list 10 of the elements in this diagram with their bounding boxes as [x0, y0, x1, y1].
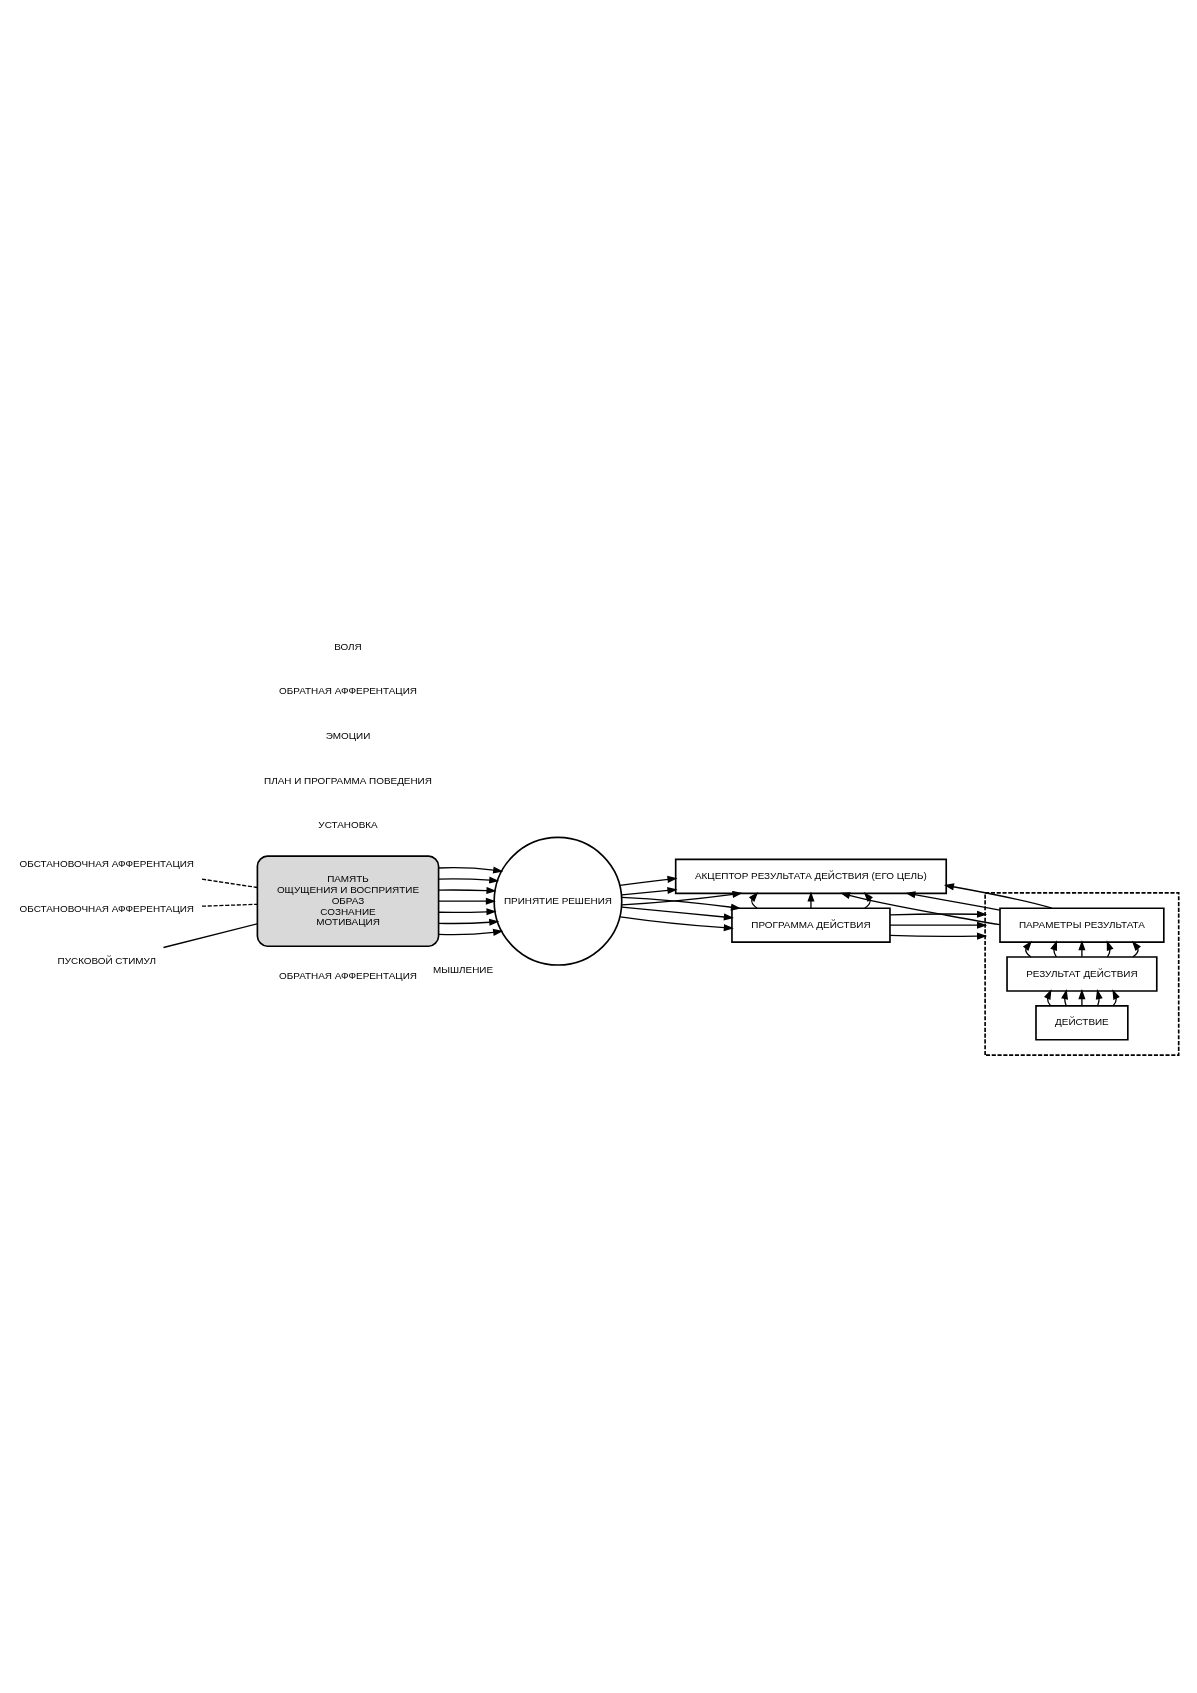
node-label: МЫШЛЕНИЕ: [432, 963, 494, 975]
node-text: ПУСКОВОЙ СТИМУЛ: [57, 954, 157, 966]
node-text: ОБСТАНОВОЧНАЯ АФФЕРЕНТАЦИЯ: [19, 902, 195, 914]
label: ЭМОЦИИ: [325, 729, 371, 741]
label: ОБРАТНАЯ АФФЕРЕНТАЦИЯ: [279, 969, 417, 981]
label: ОБРАТНАЯ АФФЕРЕНТАЦИЯ: [279, 684, 417, 696]
label: УСТАНОВКА: [318, 818, 378, 830]
node-text: ОБСТАНОВОЧНАЯ АФФЕРЕНТАЦИЯ: [19, 857, 195, 869]
label: ВОЛЯ: [334, 640, 362, 652]
label: ПЛАН И ПРОГРАММА ПОВЕДЕНИЯ: [264, 774, 432, 786]
